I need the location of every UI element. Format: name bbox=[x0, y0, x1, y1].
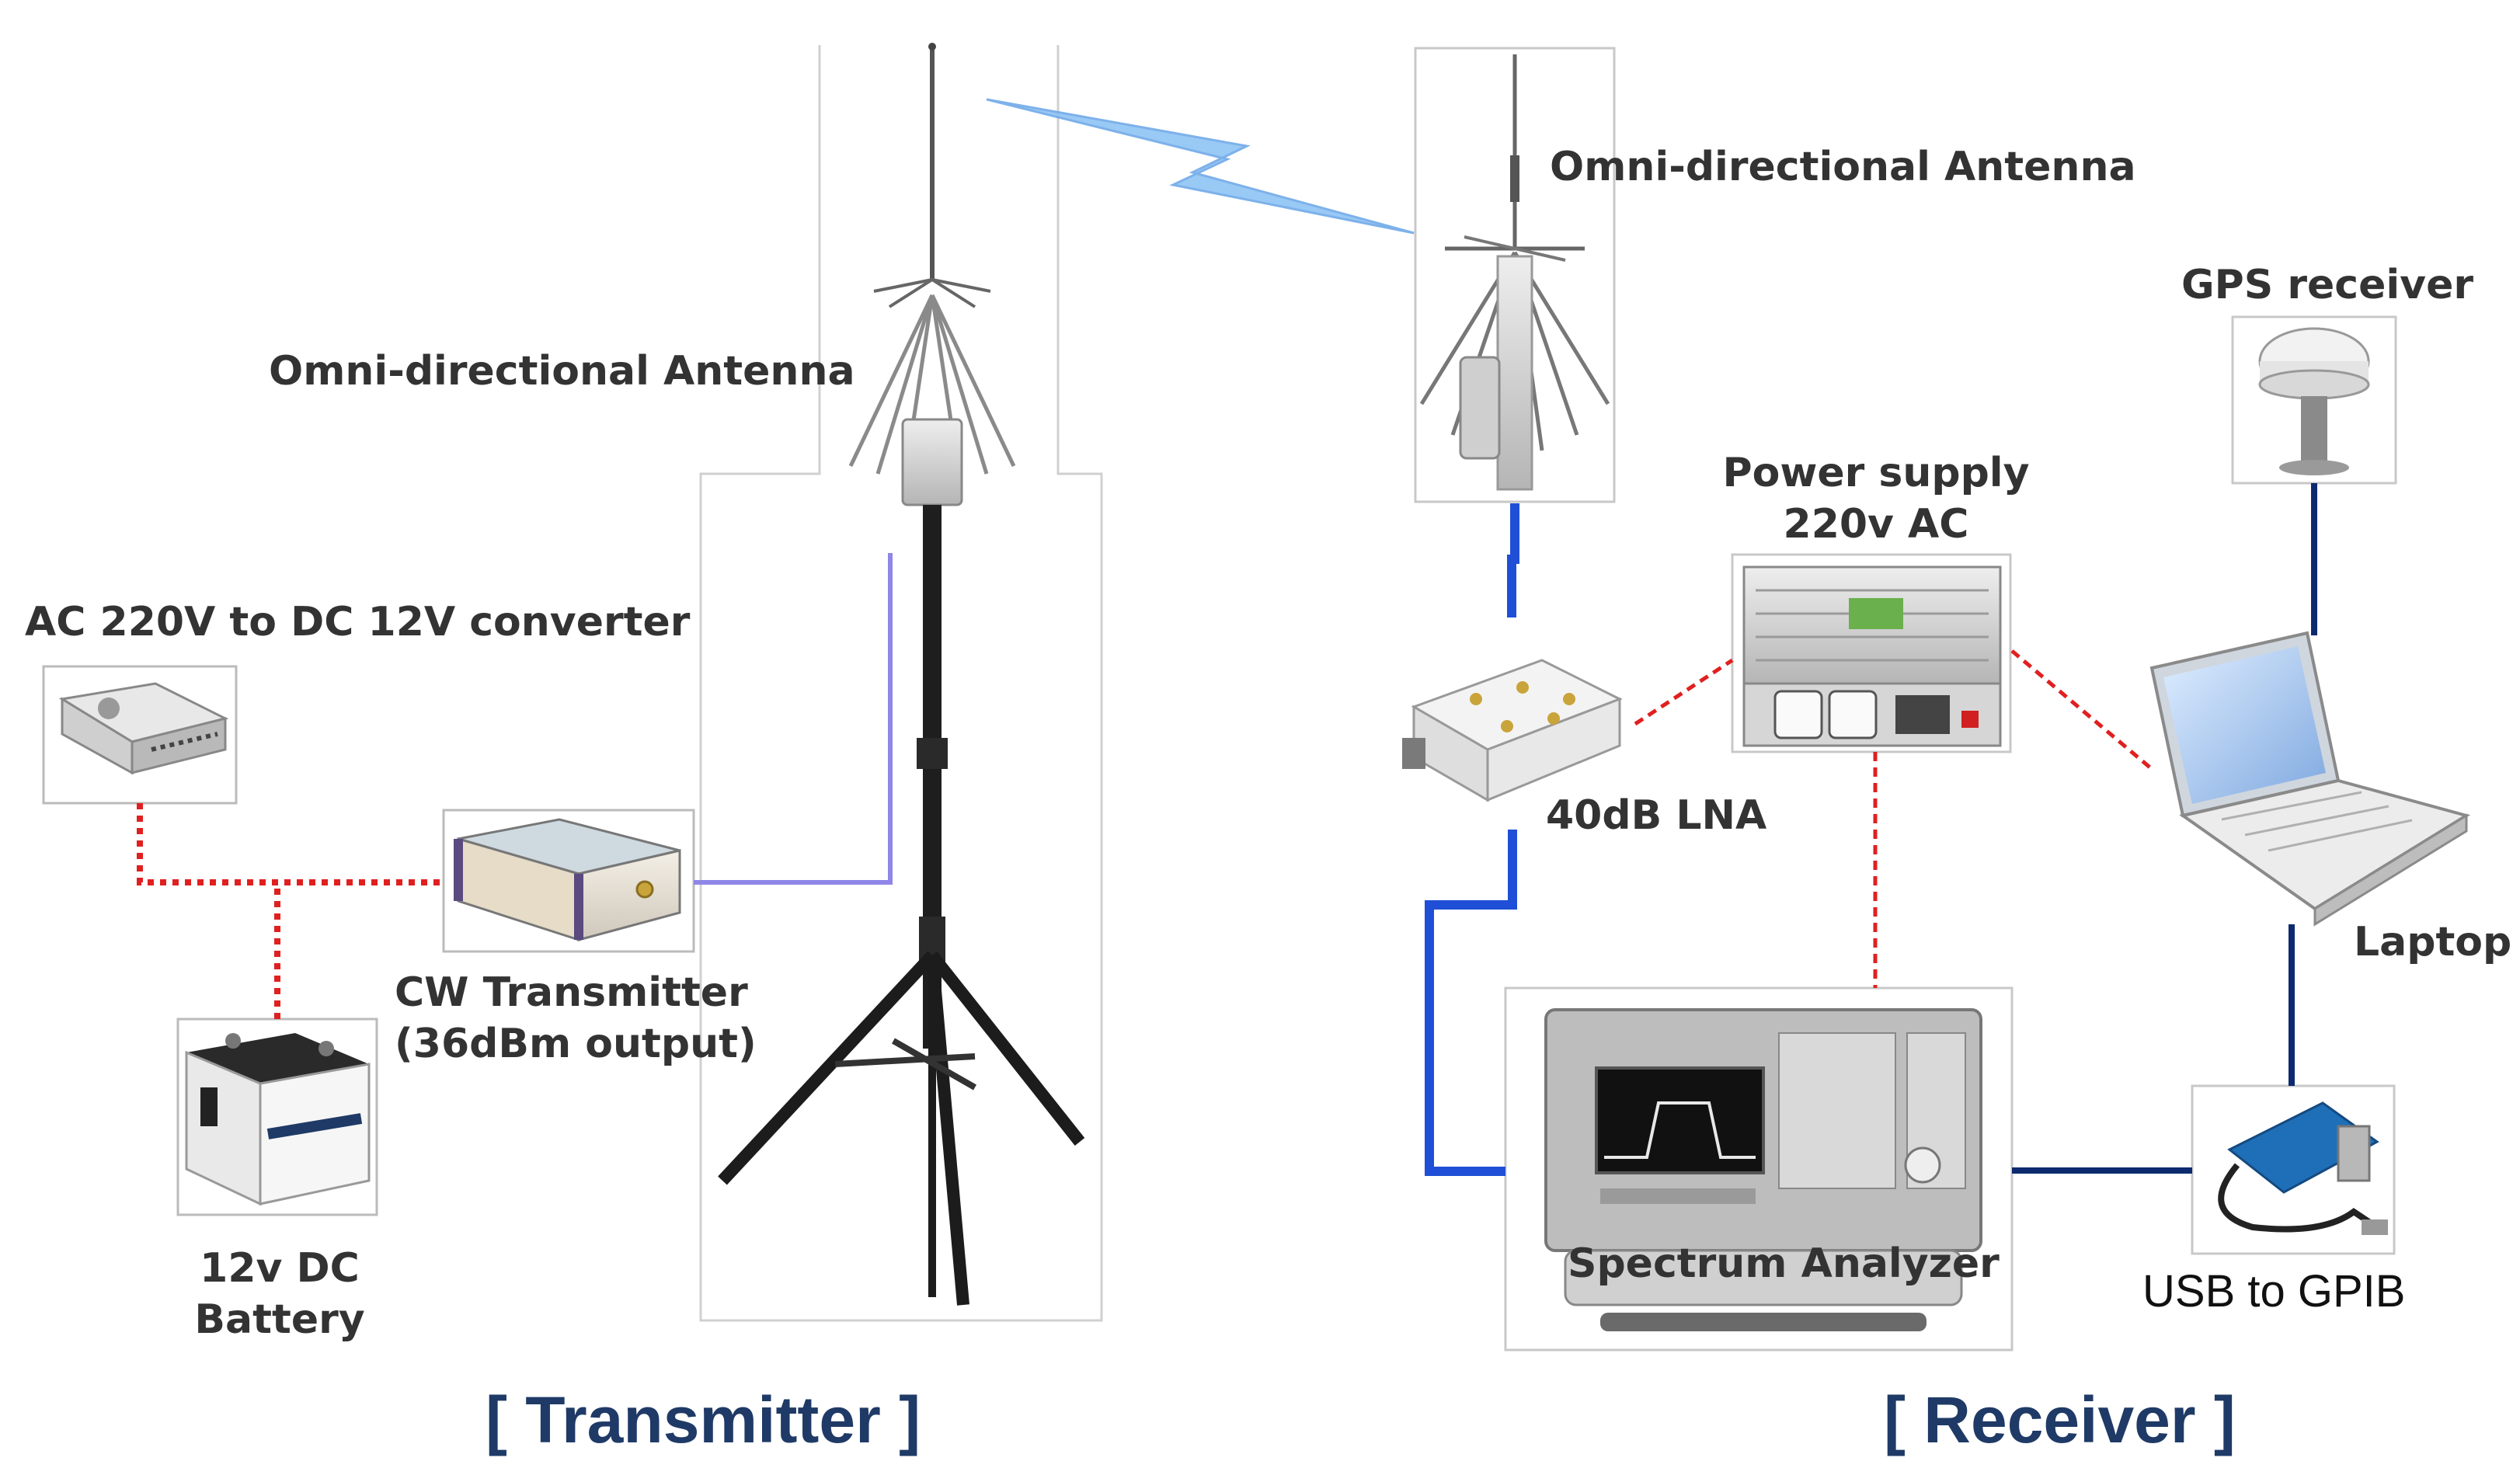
battery-label-line2: Battery bbox=[194, 1296, 365, 1343]
tx-feed-line bbox=[694, 553, 893, 885]
car-battery-icon bbox=[176, 1018, 378, 1216]
usb-gpib-adapter-icon bbox=[2191, 1084, 2396, 1255]
power-converter-icon bbox=[42, 665, 238, 805]
cw-transmitter-label: CW Transmitter (36dBm output) bbox=[395, 967, 757, 1070]
laptop-icon bbox=[2149, 631, 2470, 927]
lna-to-analyzer-cable bbox=[1425, 830, 1517, 1176]
transmitter-section-title: [ Transmitter ] bbox=[486, 1383, 921, 1456]
rx-antenna-label: Omni-directional Antenna bbox=[1550, 144, 2136, 190]
usb-gpib-label: USB to GPIB bbox=[2142, 1266, 2406, 1317]
tripod-antenna-icon bbox=[718, 43, 1085, 1306]
battery-label-line1: 12v DC bbox=[200, 1245, 360, 1292]
laptop-label: Laptop bbox=[2354, 919, 2512, 965]
lna-module-icon bbox=[1402, 659, 1623, 802]
inverter-icon bbox=[1731, 553, 2012, 753]
cw-transmitter-label-line1: CW Transmitter bbox=[395, 969, 748, 1016]
power-supply-label: Power supply 220v AC bbox=[1701, 447, 2051, 550]
tx-antenna-label: Omni-directional Antenna bbox=[269, 348, 855, 395]
lightning-bolt-icon bbox=[986, 98, 1415, 235]
lna-to-power-supply bbox=[1634, 658, 1734, 726]
gps-label: GPS receiver bbox=[2181, 262, 2473, 308]
spectrum-analyzer-icon bbox=[1504, 986, 2014, 1352]
power-supply-to-laptop bbox=[2010, 649, 2153, 771]
cw-transmitter-icon bbox=[442, 809, 695, 953]
spectrum-analyzer-label: Spectrum Analyzer bbox=[1568, 1240, 2000, 1287]
converter-label: AC 220V to DC 12V converter bbox=[25, 599, 691, 645]
power-supply-label-line1: Power supply bbox=[1722, 450, 2030, 496]
antenna-to-lna-cable bbox=[1507, 503, 1519, 618]
converter-to-transmitter-power bbox=[137, 803, 444, 885]
lna-label: 40dB LNA bbox=[1546, 792, 1767, 839]
receiver-section-title: [ Receiver ] bbox=[1884, 1383, 2236, 1456]
gps-puck-icon bbox=[2231, 315, 2397, 485]
cw-transmitter-label-line2: (36dBm output) bbox=[395, 1021, 757, 1067]
tx-antenna-frame bbox=[699, 45, 1103, 1322]
discone-antenna-icon bbox=[1414, 47, 1616, 503]
battery-label: 12v DC Battery bbox=[155, 1243, 404, 1345]
power-supply-label-line2: 220v AC bbox=[1783, 501, 1969, 548]
